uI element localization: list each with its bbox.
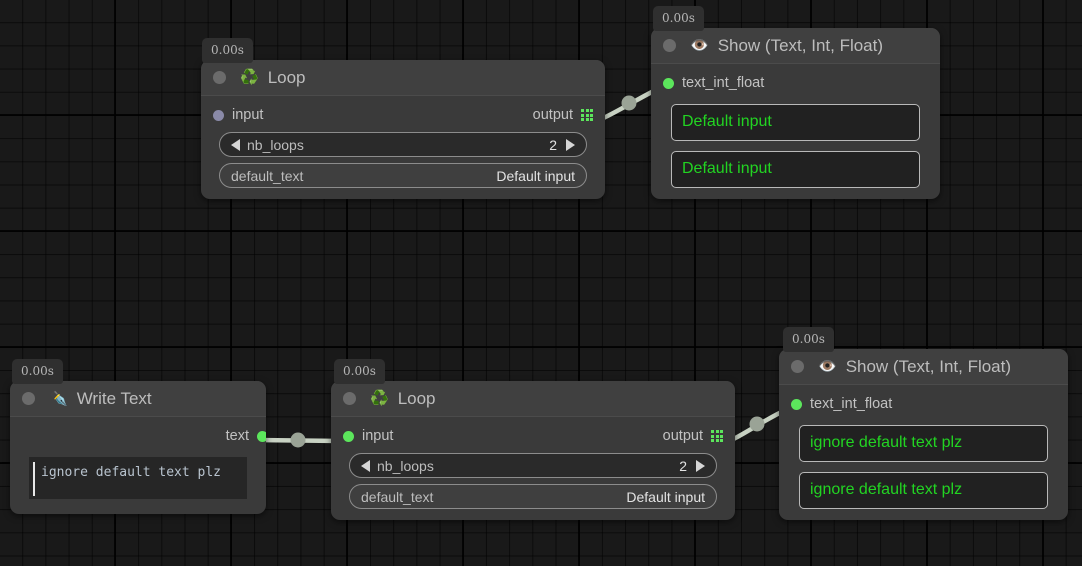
node-loop-top[interactable]: ♻️ Loop input output nb_loops 2 def — [201, 60, 605, 199]
node-header[interactable]: ♻️ Loop — [331, 381, 735, 417]
node-status-dot[interactable] — [213, 71, 226, 84]
node-status-dot[interactable] — [343, 392, 356, 405]
node-loop-bottom[interactable]: ♻️ Loop input output nb_loops 2 def — [331, 381, 735, 520]
param-name: nb_loops — [247, 136, 304, 153]
text-input-area[interactable]: ignore default text plz — [29, 457, 247, 499]
port-row: input output — [341, 425, 725, 447]
text-caret — [33, 462, 35, 496]
node-body: text ignore default text plz — [10, 417, 266, 514]
param-value: 2 — [549, 136, 557, 153]
port-row: input output — [211, 104, 595, 126]
recycle-icon: ♻️ — [370, 390, 389, 407]
pen-nib-icon: ✒️ — [49, 390, 68, 407]
eye-icon: 👁️ — [690, 37, 709, 54]
input-port-label: input — [232, 107, 264, 123]
timer-badge-loop-bottom: 0.00s — [334, 359, 385, 384]
edge-write-text-to-loop-bottom — [253, 437, 344, 444]
output-display-box: Default input — [671, 104, 920, 141]
param-value: Default input — [626, 488, 705, 505]
param-value: 2 — [679, 457, 687, 474]
input-port-label: input — [362, 428, 394, 444]
output-port-label: output — [532, 107, 573, 123]
node-header[interactable]: 👁️ Show (Text, Int, Float) — [779, 349, 1068, 385]
node-body: input output nb_loops 2 default_text Def… — [331, 417, 735, 520]
recycle-icon: ♻️ — [240, 69, 259, 86]
param-value: Default input — [496, 167, 575, 184]
port-row: text_int_float — [789, 393, 1058, 415]
port-row: text — [20, 425, 266, 447]
stepper-increment-icon[interactable] — [696, 459, 705, 472]
input-port-label: text_int_float — [682, 75, 765, 91]
stepper-decrement-icon[interactable] — [231, 138, 240, 151]
output-display-box: ignore default text plz — [799, 472, 1048, 509]
param-nb-loops-stepper[interactable]: nb_loops 2 — [219, 132, 587, 157]
stepper-increment-icon[interactable] — [566, 138, 575, 151]
node-show-top[interactable]: 👁️ Show (Text, Int, Float) text_int_floa… — [651, 28, 940, 199]
output-port-dot[interactable] — [257, 430, 266, 442]
node-title: Write Text — [76, 388, 152, 408]
node-header[interactable]: 👁️ Show (Text, Int, Float) — [651, 28, 940, 64]
input-port-dot[interactable] — [213, 109, 224, 121]
param-name: default_text — [231, 167, 304, 184]
node-status-dot[interactable] — [22, 392, 35, 405]
input-port-label: text_int_float — [810, 396, 893, 412]
node-write-text[interactable]: ✒️ Write Text text ignore default text p… — [10, 381, 266, 514]
node-status-dot[interactable] — [663, 39, 676, 52]
input-port-dot[interactable] — [663, 77, 674, 89]
node-show-bottom[interactable]: 👁️ Show (Text, Int, Float) text_int_floa… — [779, 349, 1068, 520]
param-name: nb_loops — [377, 457, 434, 474]
edge-knob[interactable] — [290, 432, 306, 448]
eye-icon: 👁️ — [818, 358, 837, 375]
node-title: Loop — [267, 67, 306, 87]
node-title: Show (Text, Int, Float) — [845, 356, 1012, 376]
param-default-text-field[interactable]: default_text Default input — [349, 484, 717, 509]
node-body: input output nb_loops 2 default_text Def… — [201, 96, 605, 199]
param-name: default_text — [361, 488, 434, 505]
input-port-dot[interactable] — [791, 398, 802, 410]
node-body: text_int_float ignore default text plz i… — [779, 385, 1068, 520]
edge-knob[interactable] — [621, 95, 637, 111]
node-title: Show (Text, Int, Float) — [717, 35, 884, 55]
edge-knob[interactable] — [749, 416, 765, 432]
node-body: text_int_float Default input Default inp… — [651, 64, 940, 199]
port-row: text_int_float — [661, 72, 930, 94]
param-default-text-field[interactable]: default_text Default input — [219, 163, 587, 188]
output-display-box: ignore default text plz — [799, 425, 1048, 462]
text-input-value: ignore default text plz — [41, 465, 222, 480]
stepper-decrement-icon[interactable] — [361, 459, 370, 472]
list-output-grid-icon[interactable] — [581, 109, 593, 121]
output-port-label: text — [225, 428, 249, 444]
list-output-grid-icon[interactable] — [711, 430, 723, 442]
node-title: Loop — [397, 388, 436, 408]
timer-badge-show-bottom: 0.00s — [783, 327, 834, 352]
timer-badge-show-top: 0.00s — [653, 6, 704, 31]
param-nb-loops-stepper[interactable]: nb_loops 2 — [349, 453, 717, 478]
output-port-label: output — [662, 428, 703, 444]
input-port-dot[interactable] — [343, 430, 354, 442]
timer-badge-write-text: 0.00s — [12, 359, 63, 384]
node-status-dot[interactable] — [791, 360, 804, 373]
node-header[interactable]: ♻️ Loop — [201, 60, 605, 96]
output-display-box: Default input — [671, 151, 920, 188]
node-header[interactable]: ✒️ Write Text — [10, 381, 266, 417]
timer-badge-loop-top: 0.00s — [202, 38, 253, 63]
